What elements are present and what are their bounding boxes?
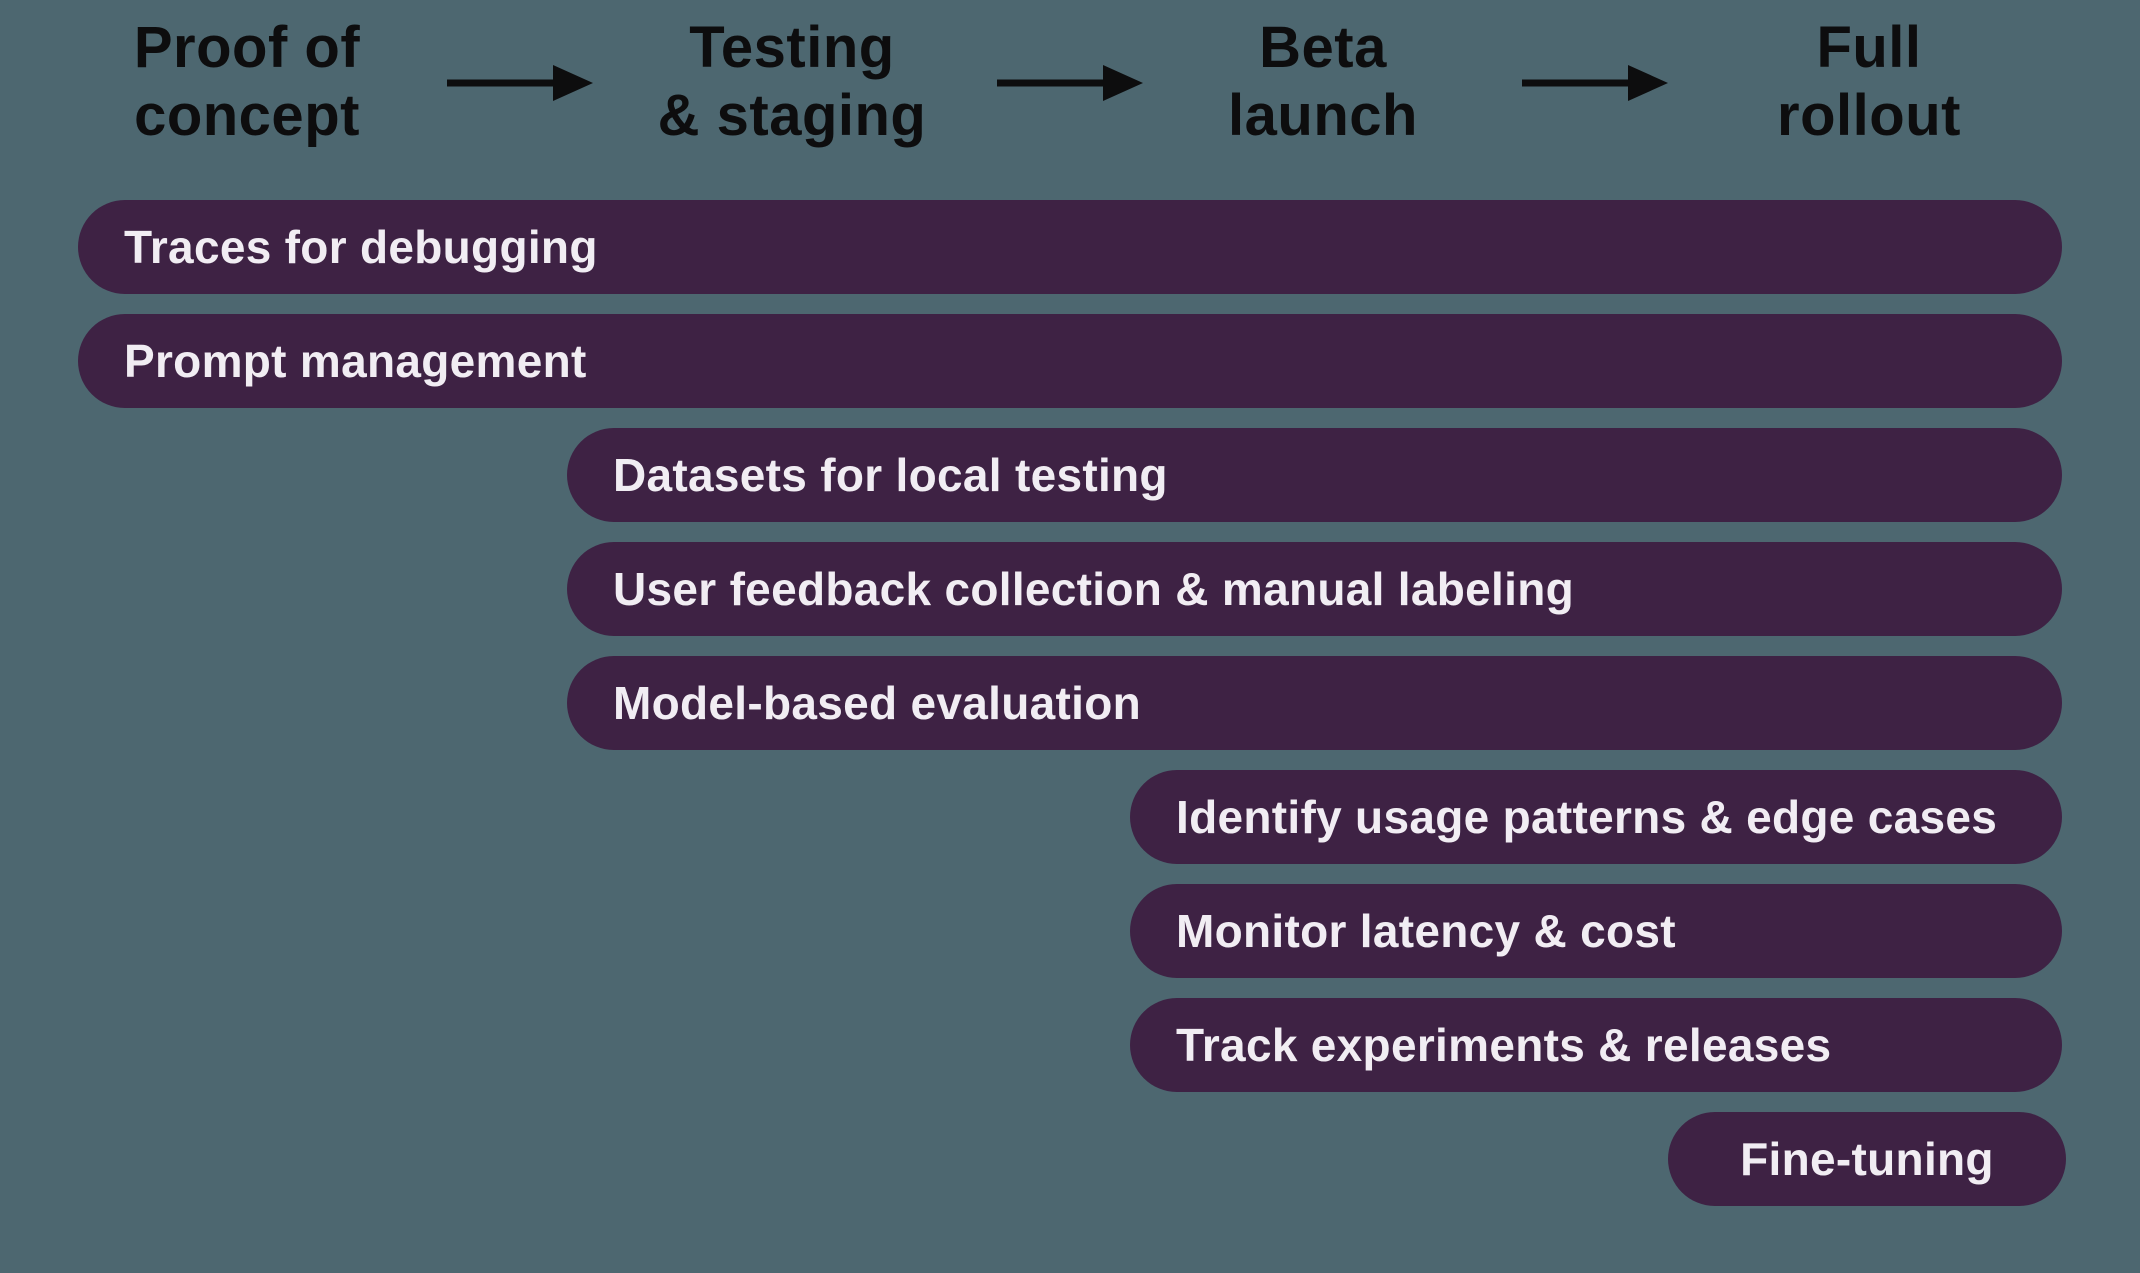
timeline-bar-prompt-management: Prompt management [78,314,2062,408]
right-arrow-icon [1520,63,1670,103]
timeline-bar-fine-tuning: Fine-tuning [1668,1112,2066,1206]
timeline-bar-datasets: Datasets for local testing [567,428,2062,522]
timeline-bar-experiments-releases: Track experiments & releases [1130,998,2062,1092]
timeline-bar-usage-patterns: Identify usage patterns & edge cases [1130,770,2062,864]
bar-label: Track experiments & releases [1176,1019,1832,1071]
right-arrow-icon [445,63,595,103]
bar-label: Identify usage patterns & edge cases [1176,791,1998,843]
right-arrow-icon [995,63,1145,103]
timeline-bar-latency-cost: Monitor latency & cost [1130,884,2062,978]
phase-label-line: Proof of [133,15,361,80]
bar-label: Model-based evaluation [613,677,1142,729]
phase-label-line: Full [1816,15,1922,80]
bar-label: Traces for debugging [124,221,598,273]
timeline-bar-model-eval: Model-based evaluation [567,656,2062,750]
bar-label: Datasets for local testing [613,449,1168,501]
bar-label: User feedback collection & manual labeli… [613,563,1574,615]
phase-label-proof-of-concept: Proof of concept [17,14,477,150]
phase-label-line: launch [1228,83,1418,148]
phase-label-line: Beta [1259,15,1387,80]
phase-label-line: Testing [689,15,895,80]
phase-label-beta-launch: Beta launch [1093,14,1553,150]
phase-label-line: rollout [1777,83,1961,148]
phase-label-line: & staging [657,83,927,148]
timeline-bar-traces: Traces for debugging [78,200,2062,294]
phase-label-line: concept [134,83,360,148]
bar-label: Monitor latency & cost [1176,905,1676,957]
phase-label-full-rollout: Full rollout [1639,14,2099,150]
bar-label: Fine-tuning [1740,1133,1994,1185]
phase-label-testing-staging: Testing & staging [562,14,1022,150]
timeline-bar-user-feedback: User feedback collection & manual labeli… [567,542,2062,636]
bar-label: Prompt management [124,335,587,387]
